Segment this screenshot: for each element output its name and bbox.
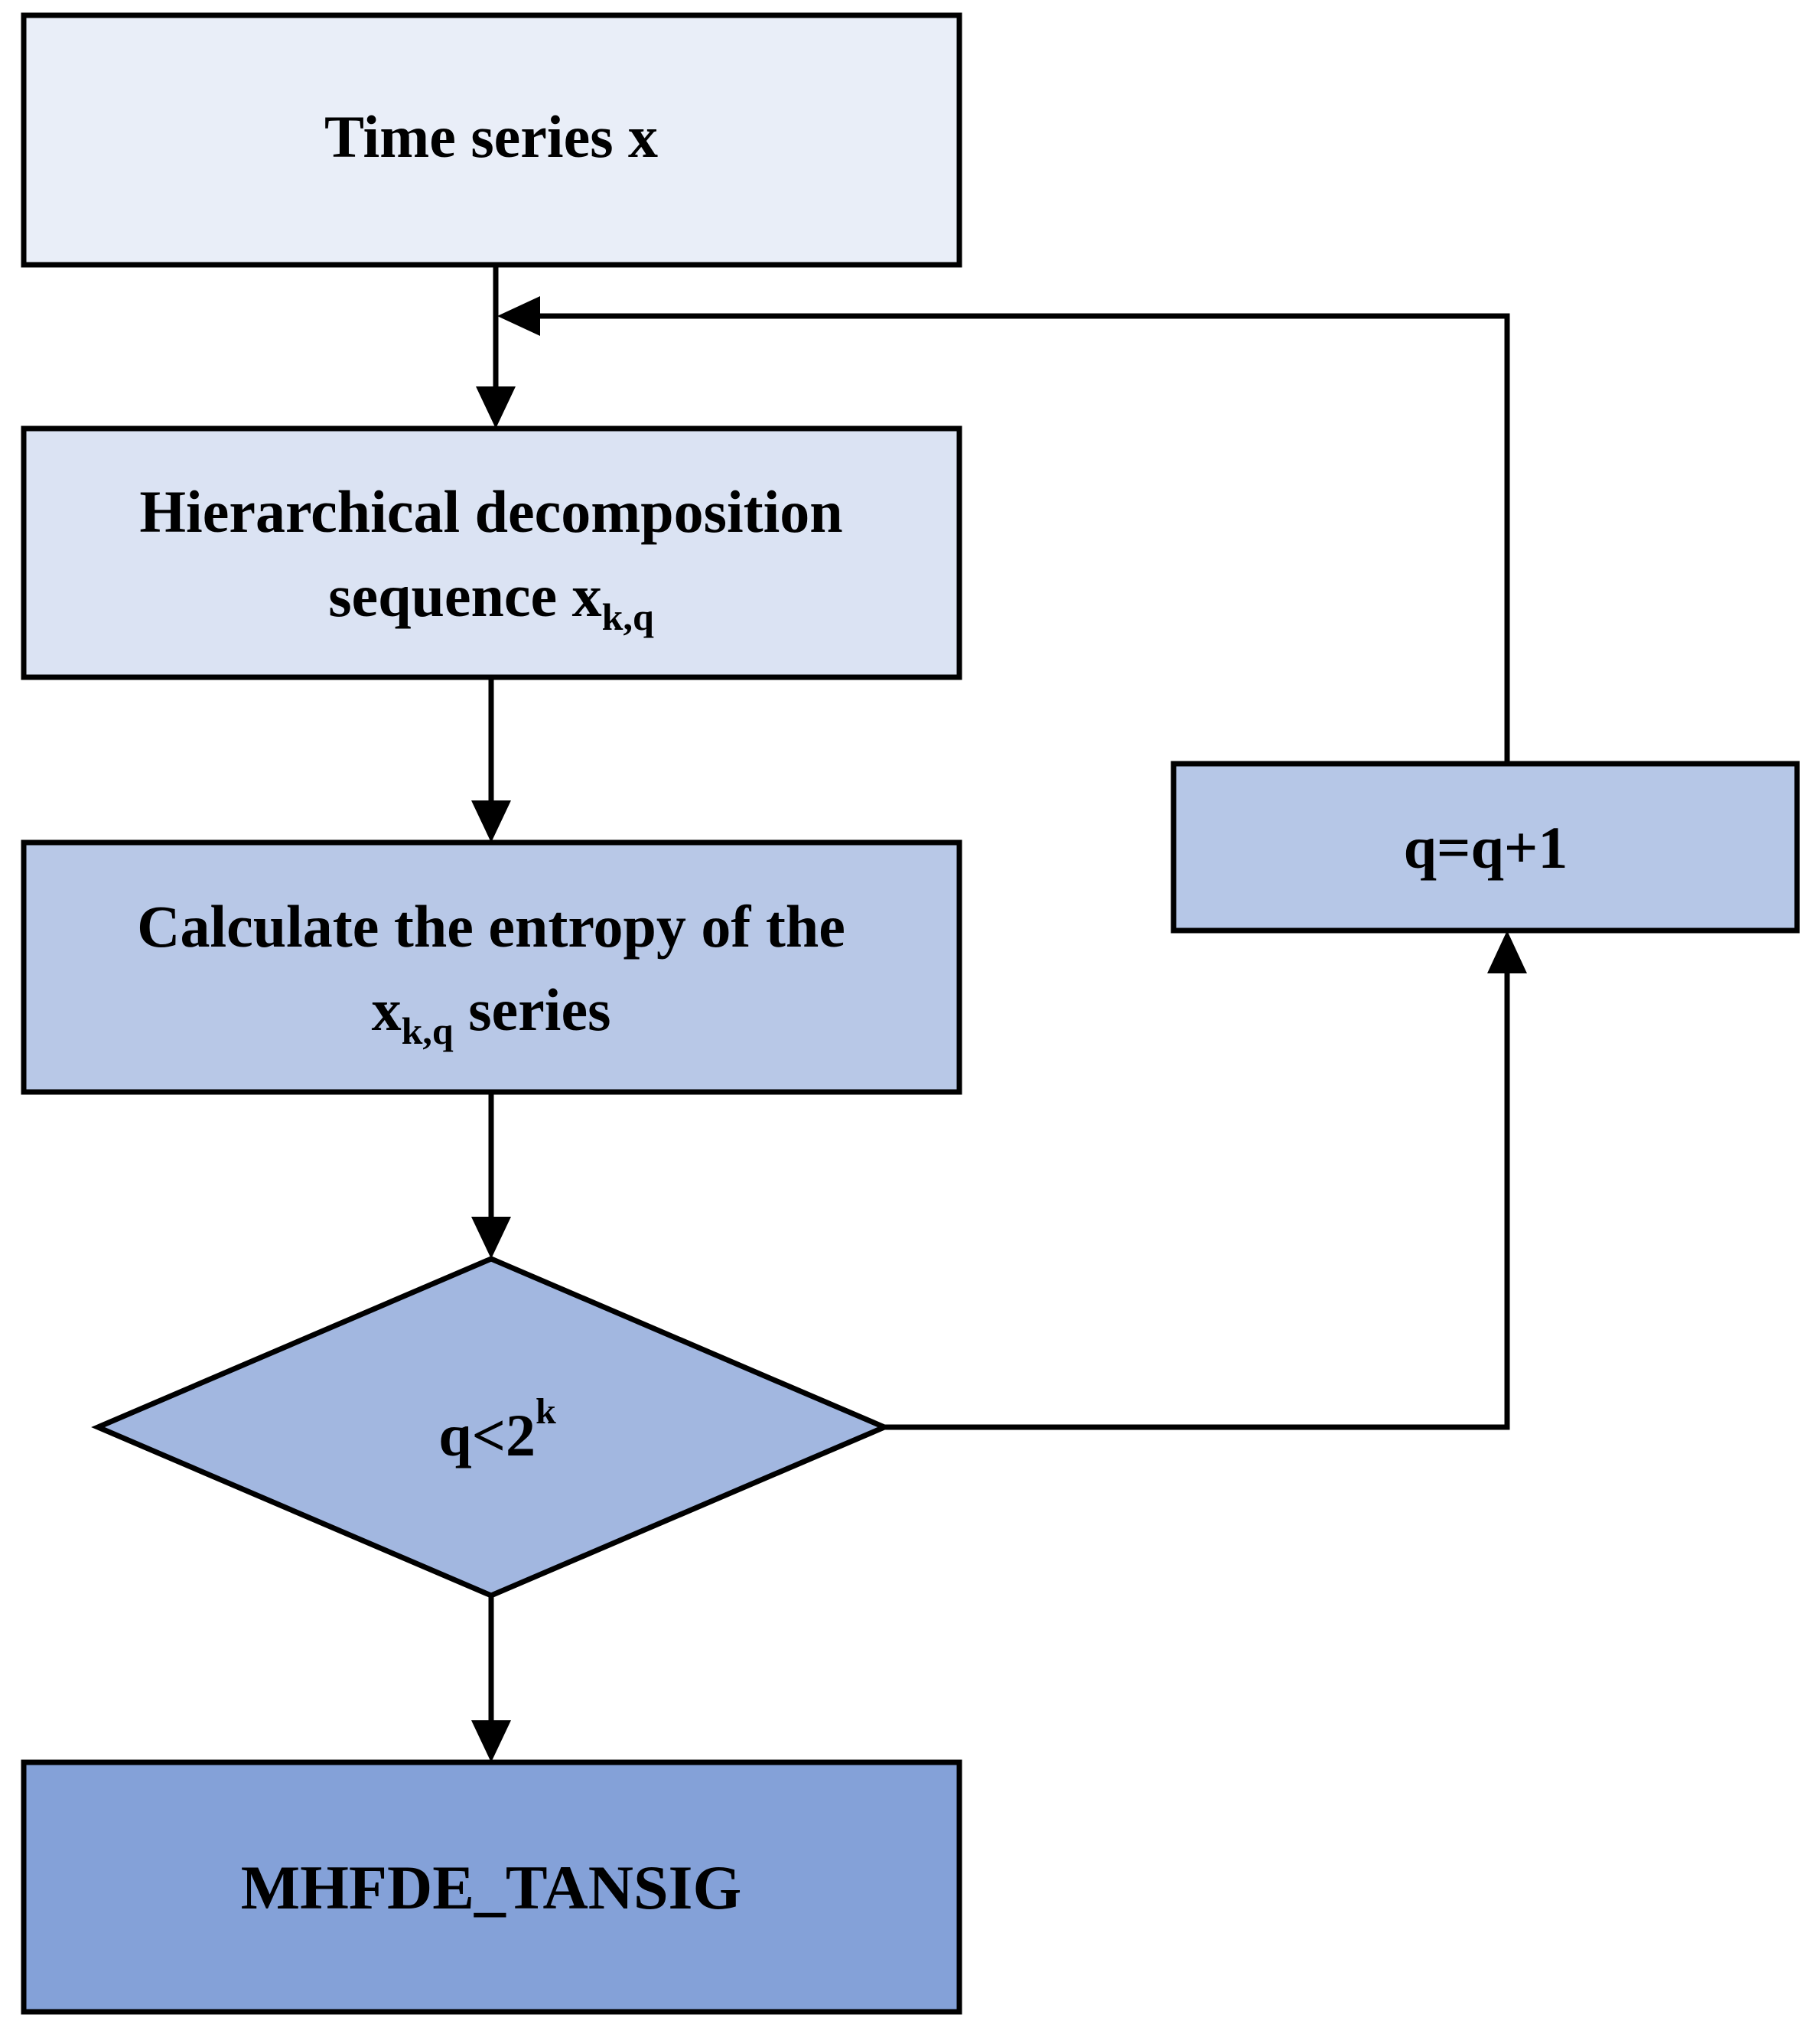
node-output-label: MHFDE_TANSIG [241, 1853, 742, 1922]
node-time-series-label: Time series x [324, 103, 658, 170]
node-calculate-entropy-line1: Calculate the entropy of the [137, 893, 845, 960]
entropy-subscript: k,q [402, 1009, 454, 1052]
decision-exponent: k [536, 1391, 556, 1432]
node-hierarchical-decomposition: Hierarchical decomposition sequence xk,q [21, 425, 962, 680]
edge-decomposition-to-entropy [471, 677, 511, 843]
arrowhead [471, 800, 511, 843]
decomposition-subscript: k,q [602, 595, 654, 638]
node-decision-label: q<2k [438, 1391, 556, 1468]
decomposition-sequence-text: sequence x [328, 562, 601, 629]
node-decision: q<2k [91, 1256, 891, 1599]
arrowhead [497, 296, 540, 336]
arrowhead [471, 1217, 511, 1259]
node-hierarchical-decomposition-box [21, 425, 962, 680]
node-calculate-entropy: Calculate the entropy of the xk,q series [21, 839, 962, 1095]
node-output: MHFDE_TANSIG [21, 1759, 962, 2015]
node-time-series-box [21, 12, 962, 268]
node-increment-label: q=q+1 [1404, 814, 1568, 881]
node-time-series: Time series x [21, 12, 962, 268]
arrowhead [471, 1720, 511, 1762]
arrowhead [476, 386, 516, 429]
arrowhead [1487, 931, 1527, 973]
node-hierarchical-decomposition-line1: Hierarchical decomposition [139, 478, 842, 545]
node-hierarchical-decomposition-line2: sequence xk,q [328, 562, 654, 638]
entropy-variable: x [372, 976, 402, 1043]
node-calculate-entropy-line2: xk,q series [372, 976, 611, 1052]
edge-decision-to-increment [884, 931, 1527, 1430]
decision-condition: q<2 [438, 1402, 536, 1468]
edge-increment-loop-back [497, 296, 1510, 764]
node-output-box [21, 1759, 962, 2015]
entropy-series-text: series [454, 976, 611, 1043]
edge-entropy-to-decision [471, 1092, 511, 1259]
edge-time-series-to-decomposition [476, 265, 516, 429]
node-calculate-entropy-box [21, 839, 962, 1095]
node-increment-box [1170, 761, 1800, 934]
edge-decision-to-output [471, 1596, 511, 1762]
node-increment: q=q+1 [1170, 761, 1800, 934]
